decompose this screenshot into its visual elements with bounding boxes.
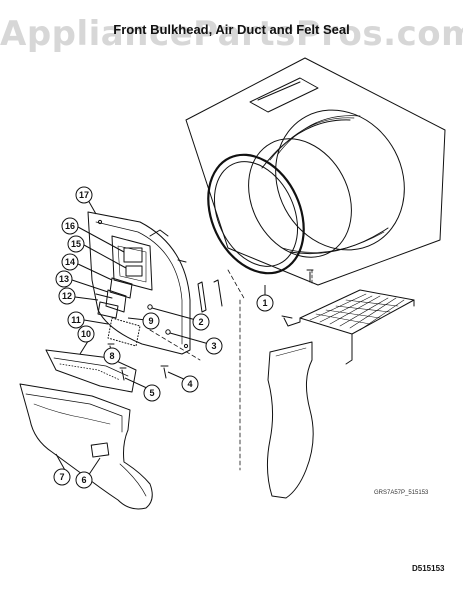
leader-dashed-2 — [227, 269, 246, 301]
callout-14-label: 14 — [65, 257, 75, 267]
callout-1: 1 — [256, 285, 274, 312]
callout-3-label: 3 — [211, 341, 216, 351]
felt-seal-ring-inner — [213, 161, 299, 267]
callout-16: 16 — [61, 217, 125, 253]
callout-2: 2 — [151, 307, 210, 331]
callout-10: 10 — [77, 325, 95, 355]
strike-part — [197, 281, 207, 313]
callout-8-label: 8 — [109, 351, 114, 361]
callout-13: 13 — [55, 270, 109, 293]
felt-seal-ring-outer — [207, 153, 305, 275]
callout-7-label: 7 — [59, 472, 64, 482]
screw-2 — [147, 304, 153, 310]
callout-14: 14 — [61, 253, 113, 281]
callout-4: 4 — [167, 371, 199, 393]
component-14 — [109, 277, 133, 299]
callout-5-label: 5 — [149, 388, 154, 398]
page-code: D515153 — [412, 564, 445, 573]
duct-label — [90, 442, 110, 458]
callout-1-label: 1 — [262, 298, 267, 308]
callout-6-label: 6 — [81, 475, 86, 485]
drum-housing-outline — [185, 57, 446, 286]
callout-13-label: 13 — [59, 274, 69, 284]
callout-17-label: 17 — [79, 190, 89, 200]
screw-4 — [160, 365, 169, 379]
screw-3 — [165, 329, 171, 335]
bulkhead-bracket — [111, 235, 153, 291]
drum-screw — [306, 269, 314, 283]
callout-3: 3 — [169, 332, 223, 355]
callout-11-label: 11 — [71, 315, 81, 325]
callout-15: 15 — [67, 235, 127, 269]
callout-9: 9 — [127, 312, 160, 330]
callout-8: 8 — [103, 347, 121, 365]
callout-2-label: 2 — [198, 317, 203, 327]
callout-15-label: 15 — [71, 239, 81, 249]
component-block-16 — [123, 247, 143, 263]
air-duct — [19, 383, 153, 510]
drum-front-rim — [248, 138, 352, 258]
lint-opening — [107, 317, 141, 347]
callout-12: 12 — [58, 287, 99, 305]
callout-9-label: 9 — [148, 316, 153, 326]
callout-10-label: 10 — [81, 329, 91, 339]
callout-5: 5 — [124, 377, 161, 402]
leader-dashed-3 — [149, 329, 201, 361]
component-block-15 — [125, 265, 143, 277]
drum-top-bracket — [249, 77, 319, 113]
component-13 — [105, 289, 127, 313]
front-bulkhead — [87, 211, 191, 355]
component-12 — [95, 293, 113, 299]
callout-12-label: 12 — [62, 291, 72, 301]
callout-4-label: 4 — [187, 379, 192, 389]
drum-rear-rim — [275, 109, 405, 251]
drum-rack — [299, 289, 415, 335]
felt-strip — [266, 341, 314, 499]
screw-5 — [119, 367, 127, 381]
callout-6: 6 — [75, 457, 101, 489]
callout-7: 7 — [53, 453, 71, 486]
callout-16-label: 16 — [65, 221, 75, 231]
drum-body — [261, 119, 389, 255]
diagram-title: Front Bulkhead, Air Duct and Felt Seal — [113, 22, 350, 37]
diagram-code: GRS7A57P_515153 — [374, 490, 429, 496]
callout-17: 17 — [75, 186, 97, 215]
callout-11: 11 — [67, 311, 109, 329]
